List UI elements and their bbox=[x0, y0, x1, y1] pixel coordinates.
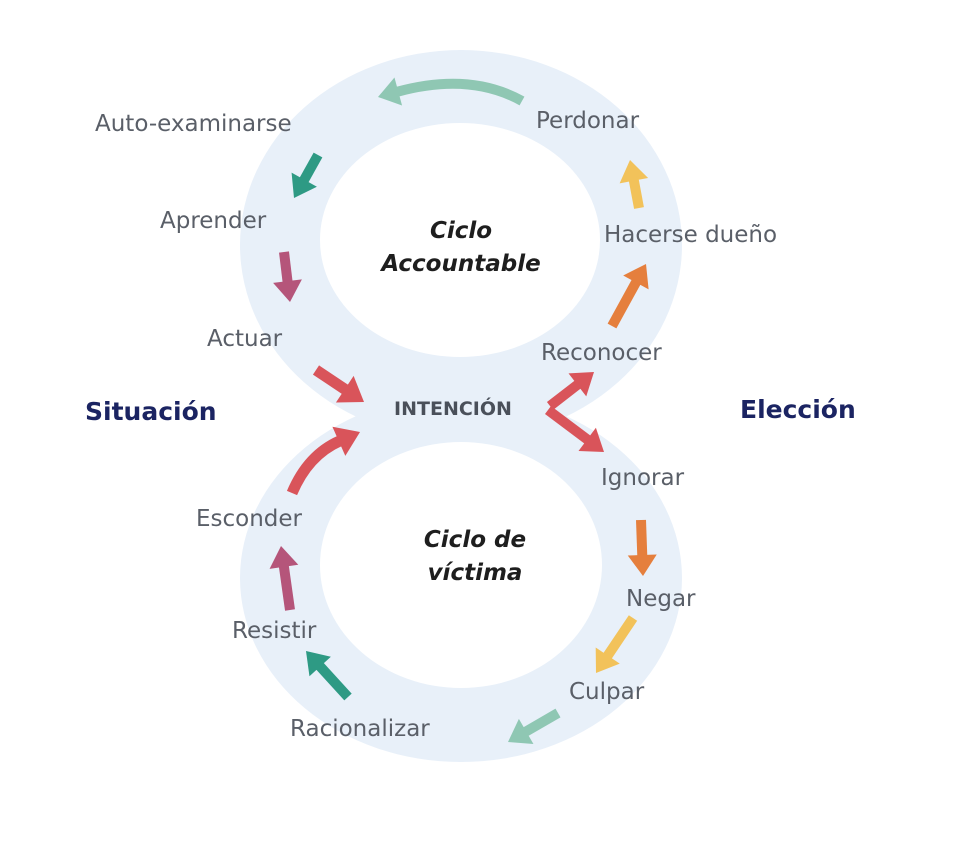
step-label: Resistir bbox=[232, 618, 317, 644]
rings bbox=[240, 50, 682, 762]
bottom-ring-inner bbox=[320, 442, 602, 688]
accountable-cycle-title: Ciclo bbox=[430, 218, 492, 244]
step-label: Esconder bbox=[196, 506, 303, 532]
arrow-to-culpar bbox=[595, 615, 638, 673]
victim-cycle-title: Ciclo de bbox=[424, 527, 526, 553]
arrow-to-negar bbox=[627, 519, 657, 576]
top-ring-inner bbox=[320, 123, 600, 357]
step-label: Aprender bbox=[160, 208, 267, 234]
choice-label: Elección bbox=[740, 395, 856, 424]
arrow-to-aprender bbox=[291, 152, 323, 198]
step-label: Auto-examinarse bbox=[95, 111, 292, 137]
arrow-to-actuar bbox=[273, 251, 302, 302]
victim-cycle-title: víctima bbox=[428, 560, 523, 586]
arrow-to-racionalizar bbox=[508, 708, 561, 745]
step-label: Negar bbox=[626, 586, 696, 612]
step-label: Ignorar bbox=[601, 465, 685, 491]
arrow-to-esconder bbox=[269, 546, 299, 611]
step-label: Actuar bbox=[207, 326, 283, 352]
step-label: Hacerse dueño bbox=[604, 222, 777, 248]
step-label: Racionalizar bbox=[290, 716, 430, 742]
arrow-intencion-to-ignorar bbox=[545, 406, 604, 452]
intention-label: INTENCIÓN bbox=[394, 396, 512, 420]
situation-label: Situación bbox=[85, 397, 217, 426]
accountable-cycle-title: Accountable bbox=[379, 251, 540, 277]
step-label: Culpar bbox=[569, 679, 645, 705]
arrow-perdonar-to-autoexaminarse bbox=[378, 77, 525, 106]
arrow-actuar-to-intencion bbox=[312, 365, 364, 403]
step-label: Reconocer bbox=[541, 340, 662, 366]
arrow-to-hacerse-dueno bbox=[607, 264, 649, 329]
arrow-to-resistir bbox=[306, 651, 352, 701]
arrow-to-perdonar bbox=[619, 160, 649, 209]
arrow-esconder-to-intencion bbox=[286, 426, 360, 496]
arrows bbox=[269, 77, 657, 745]
arrow-intencion-to-reconocer bbox=[546, 372, 594, 410]
step-label: Perdonar bbox=[536, 108, 640, 134]
